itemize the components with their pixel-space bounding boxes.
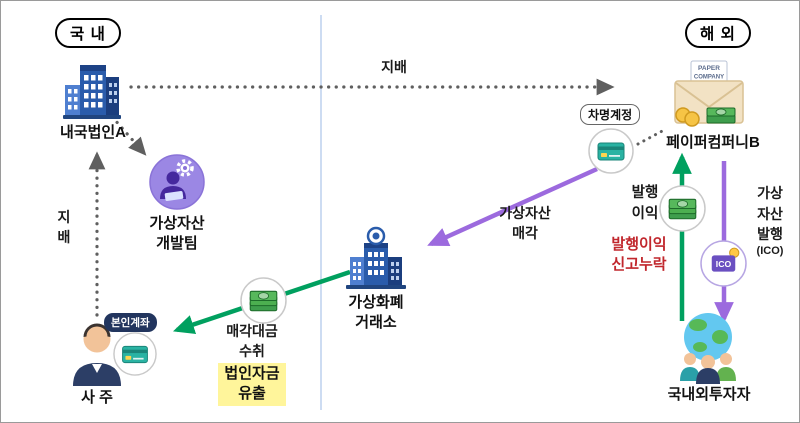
ico-box-icon: ICO bbox=[700, 240, 747, 287]
proceeds-warning-text: 법인자금 유출 bbox=[218, 363, 286, 406]
issue-profit-money-node bbox=[659, 185, 706, 232]
sale-arrow bbox=[427, 166, 598, 247]
owner-account-node bbox=[113, 332, 157, 376]
investors-label: 국내외투자자 bbox=[667, 386, 751, 403]
money-icon bbox=[240, 277, 287, 324]
sale-label: 가상자산 매각 bbox=[499, 205, 551, 242]
proceeds-money-node bbox=[240, 277, 287, 324]
developer-icon bbox=[149, 154, 205, 210]
dev-team-label: 가상자산 개발팀 bbox=[149, 215, 205, 252]
exchange-label: 가상화폐 거래소 bbox=[348, 294, 404, 331]
corp-a-label: 내국법인A bbox=[59, 124, 127, 141]
borrowed-account-card-icon bbox=[588, 128, 634, 174]
own-account-badge: 본인계좌 bbox=[104, 313, 157, 332]
control-top-label: 지배 bbox=[381, 59, 407, 75]
dev-team-node bbox=[148, 153, 206, 211]
region-label-overseas: 해 외 bbox=[685, 18, 751, 48]
paper-company-label: 페이퍼컴퍼니B bbox=[666, 134, 760, 151]
issue-warning-text: 발행이익 신고누락 bbox=[611, 236, 667, 274]
svg-text:ICO: ICO bbox=[716, 259, 732, 269]
exchange-node bbox=[344, 225, 408, 291]
svg-text:COMPANY: COMPANY bbox=[694, 75, 724, 81]
proceeds-warning: 법인자금 유출 bbox=[206, 363, 298, 406]
borrowed-account-node bbox=[588, 128, 634, 174]
money-icon bbox=[659, 185, 706, 232]
region-label-domestic: 국 내 bbox=[55, 18, 121, 48]
owner-person-icon bbox=[73, 323, 121, 386]
corp-a-node bbox=[61, 59, 123, 121]
own-account-card-icon bbox=[113, 332, 157, 376]
building-icon bbox=[63, 65, 121, 119]
svg-text:PAPER: PAPER bbox=[698, 65, 720, 72]
paper-company-icon: PAPER COMPANY bbox=[674, 60, 744, 127]
owner-node bbox=[65, 318, 129, 386]
owner-label: 사 주 bbox=[81, 389, 113, 406]
region-divider bbox=[320, 15, 322, 410]
ico-flow-label: 가상 자산 발행 (ICO) bbox=[746, 163, 794, 280]
exchange-building-icon bbox=[346, 226, 406, 289]
borrowed-account-label: 차명계정 bbox=[580, 104, 641, 125]
devteam-arrow bbox=[105, 109, 147, 156]
investors-node bbox=[675, 311, 741, 385]
control-left-label: 지 배 bbox=[57, 209, 71, 246]
globe-investors-icon bbox=[680, 313, 736, 384]
issue-profit-label: 발행 이익 bbox=[631, 185, 659, 223]
paper-company-node: PAPER COMPANY bbox=[669, 57, 749, 131]
borrowed-account-link bbox=[636, 127, 668, 146]
ico-flow-text: 가상 자산 발행 bbox=[757, 185, 783, 242]
ico-flow-sub: (ICO) bbox=[756, 245, 784, 258]
proceeds-label: 매각대금 수취 bbox=[226, 323, 278, 360]
ico-node: ICO bbox=[700, 240, 747, 287]
